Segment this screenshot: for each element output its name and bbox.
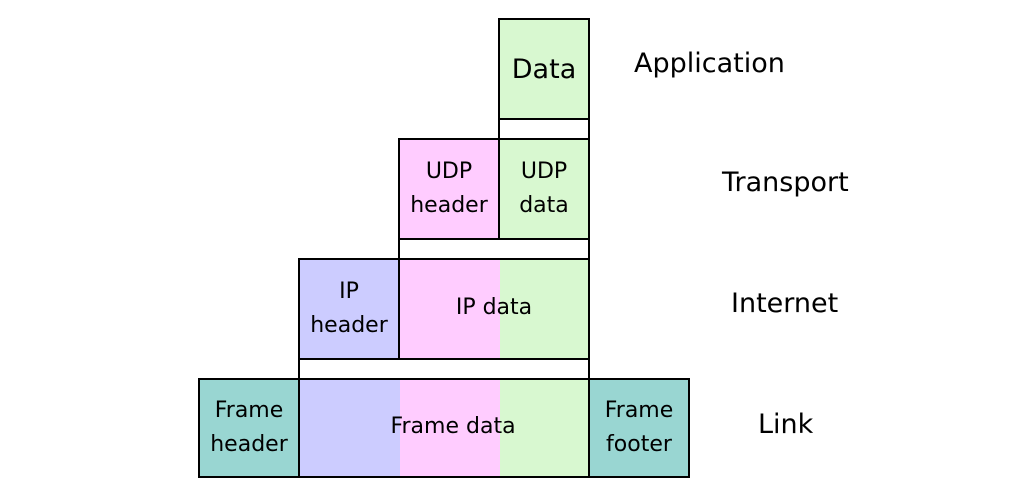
frame-header-block: Frame header xyxy=(198,378,300,478)
frame-header-text: Frame header xyxy=(210,398,288,457)
udp-data-text: UDP data xyxy=(519,159,569,218)
connector-line xyxy=(298,358,300,380)
layer-label-link: Link xyxy=(758,409,814,440)
ip-header-text: IP header xyxy=(310,279,388,338)
connector-line xyxy=(588,238,590,260)
ip-data-text: IP data xyxy=(455,295,533,320)
ip-header-block: IP header xyxy=(298,258,400,360)
layer-label-application: Application xyxy=(634,48,785,79)
udp-header-block: UDP header xyxy=(398,138,500,240)
application-data-text: Data xyxy=(511,53,577,85)
connector-line xyxy=(588,358,590,380)
ip-data-udp-data-segment xyxy=(500,260,588,358)
frame-data-text: Frame data xyxy=(390,414,516,439)
application-data-block: Data xyxy=(498,18,590,120)
ip-data-udp-header-segment xyxy=(400,260,500,358)
frame-data-block: Frame data xyxy=(298,378,590,478)
frame-data-udp-data-segment xyxy=(500,380,588,476)
frame-footer-block: Frame footer xyxy=(588,378,690,478)
connector-line xyxy=(398,238,400,260)
frame-data-ip-header-segment xyxy=(300,380,400,476)
layer-label-transport: Transport xyxy=(722,167,849,198)
connector-line xyxy=(498,118,500,140)
ip-data-block: IP data xyxy=(398,258,590,360)
connector-line xyxy=(588,118,590,140)
udp-header-text: UDP header xyxy=(410,159,488,218)
udp-data-block: UDP data xyxy=(498,138,590,240)
frame-footer-text: Frame footer xyxy=(604,398,674,457)
frame-data-udp-header-segment xyxy=(400,380,500,476)
layer-label-internet: Internet xyxy=(731,288,839,319)
